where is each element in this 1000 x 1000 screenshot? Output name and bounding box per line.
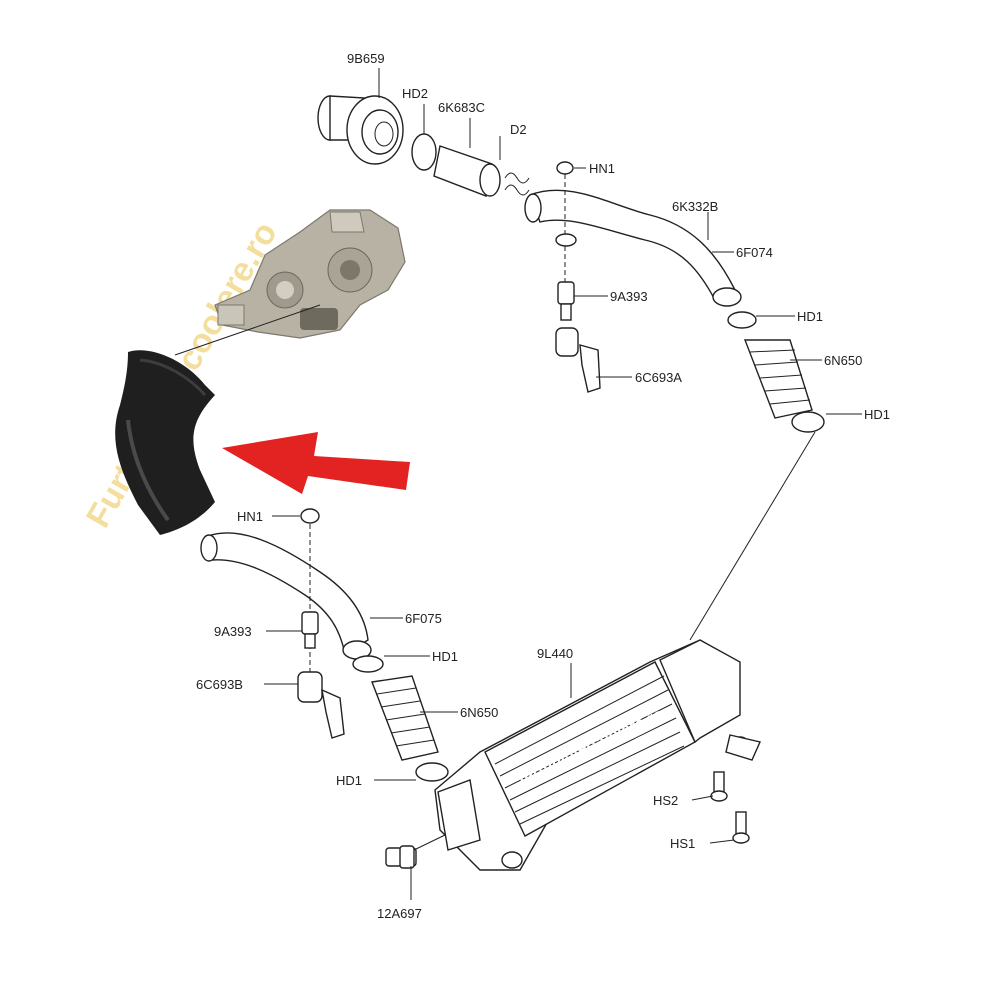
- label-HD1-top-b: HD1: [864, 407, 890, 422]
- hose-6K683C-drawing: [433, 145, 501, 197]
- label-9A393-top: 9A393: [610, 289, 648, 304]
- part-9B659-drawing: [317, 95, 404, 165]
- label-HD1-top-a: HD1: [797, 309, 823, 324]
- label-6N650-left: 6N650: [460, 705, 498, 720]
- label-6C693A: 6C693A: [635, 370, 682, 385]
- turbocharger-icon: [214, 209, 406, 339]
- label-HS1: HS1: [670, 836, 695, 851]
- label-HD2: HD2: [402, 86, 428, 101]
- label-6F075: 6F075: [405, 611, 442, 626]
- sensor-12A697-drawing: [385, 845, 417, 869]
- pipe-6K332B-drawing: [524, 189, 742, 307]
- red-arrow-icon: [222, 432, 410, 494]
- label-6K683C: 6K683C: [438, 100, 485, 115]
- label-9A393-left: 9A393: [214, 624, 252, 639]
- black-rubber-hose-icon: [115, 350, 215, 535]
- bellows-6N650-left-drawing: [352, 655, 449, 782]
- mount-left-drawing: [297, 508, 345, 739]
- intercooler-9L440-drawing: [434, 639, 761, 871]
- label-6N650-top: 6N650: [824, 353, 862, 368]
- pipe-6F075-drawing: [200, 532, 372, 660]
- label-D2: D2: [510, 122, 527, 137]
- bolt-HS2-drawing: [710, 771, 728, 802]
- mount-top-drawing: [555, 161, 601, 393]
- label-HN1-left: HN1: [237, 509, 263, 524]
- label-HD1-left-b: HD1: [336, 773, 362, 788]
- connector-D2-drawing: [504, 172, 530, 184]
- clamp-HD2-drawing: [411, 133, 437, 171]
- label-6K332B: 6K332B: [672, 199, 718, 214]
- bellows-6N650-top-drawing: [727, 311, 825, 433]
- label-6C693B: 6C693B: [196, 677, 243, 692]
- label-9B659: 9B659: [347, 51, 385, 66]
- label-12A697: 12A697: [377, 906, 422, 921]
- label-HD1-left-a: HD1: [432, 649, 458, 664]
- label-HS2: HS2: [653, 793, 678, 808]
- bolt-HS1-drawing: [732, 811, 750, 844]
- label-9L440: 9L440: [537, 646, 573, 661]
- label-6F074: 6F074: [736, 245, 773, 260]
- label-HN1-top: HN1: [589, 161, 615, 176]
